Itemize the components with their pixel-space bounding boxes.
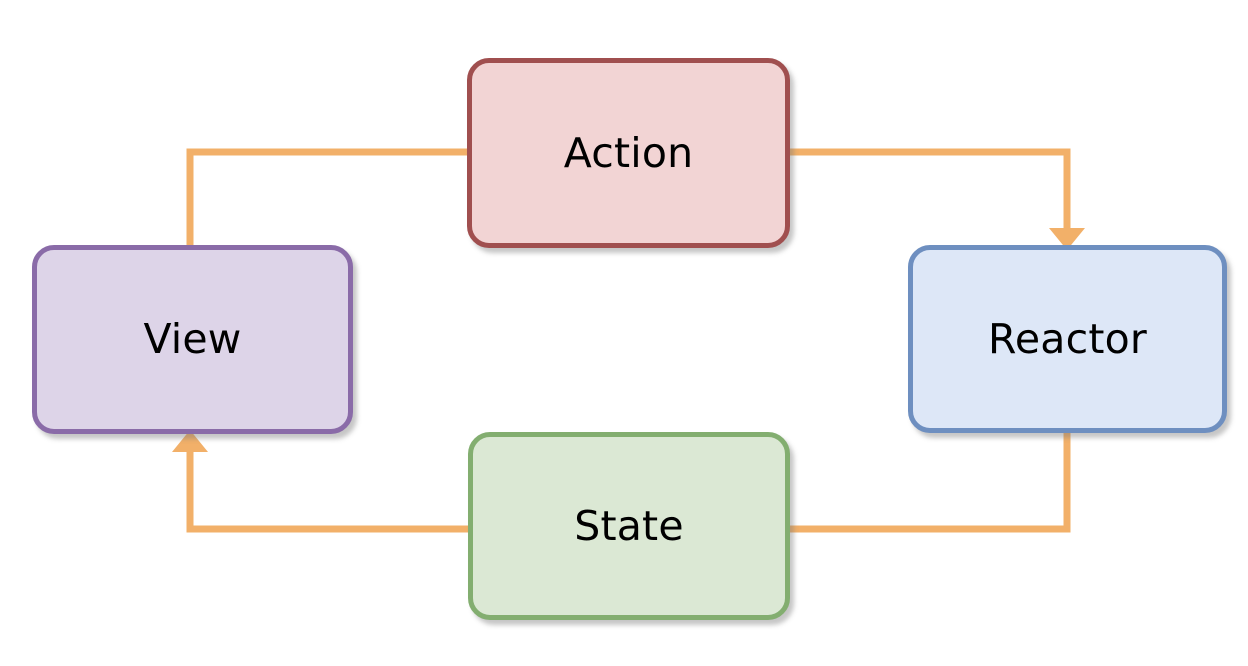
node-reactor-label: Reactor <box>988 314 1147 363</box>
connector-reactor-to-state <box>790 433 1071 533</box>
arrowhead-up-view <box>172 430 208 452</box>
node-action[interactable]: Action <box>467 58 790 248</box>
connector-line-reactor-to-state <box>790 433 1071 533</box>
node-view[interactable]: View <box>32 245 353 434</box>
connector-line-state-to-view <box>186 448 468 533</box>
node-action-label: Action <box>563 128 694 177</box>
node-state-label: State <box>574 501 684 550</box>
connector-line-action-to-reactor <box>790 148 1071 232</box>
connector-state-to-view <box>172 430 468 533</box>
connector-line-view-to-action <box>186 148 467 245</box>
node-view-label: View <box>143 315 242 363</box>
arrowhead-down-reactor <box>1049 228 1085 250</box>
node-reactor[interactable]: Reactor <box>908 245 1227 433</box>
connector-view-to-action <box>186 148 467 245</box>
connector-action-to-reactor <box>790 148 1085 250</box>
node-state[interactable]: State <box>468 432 790 620</box>
